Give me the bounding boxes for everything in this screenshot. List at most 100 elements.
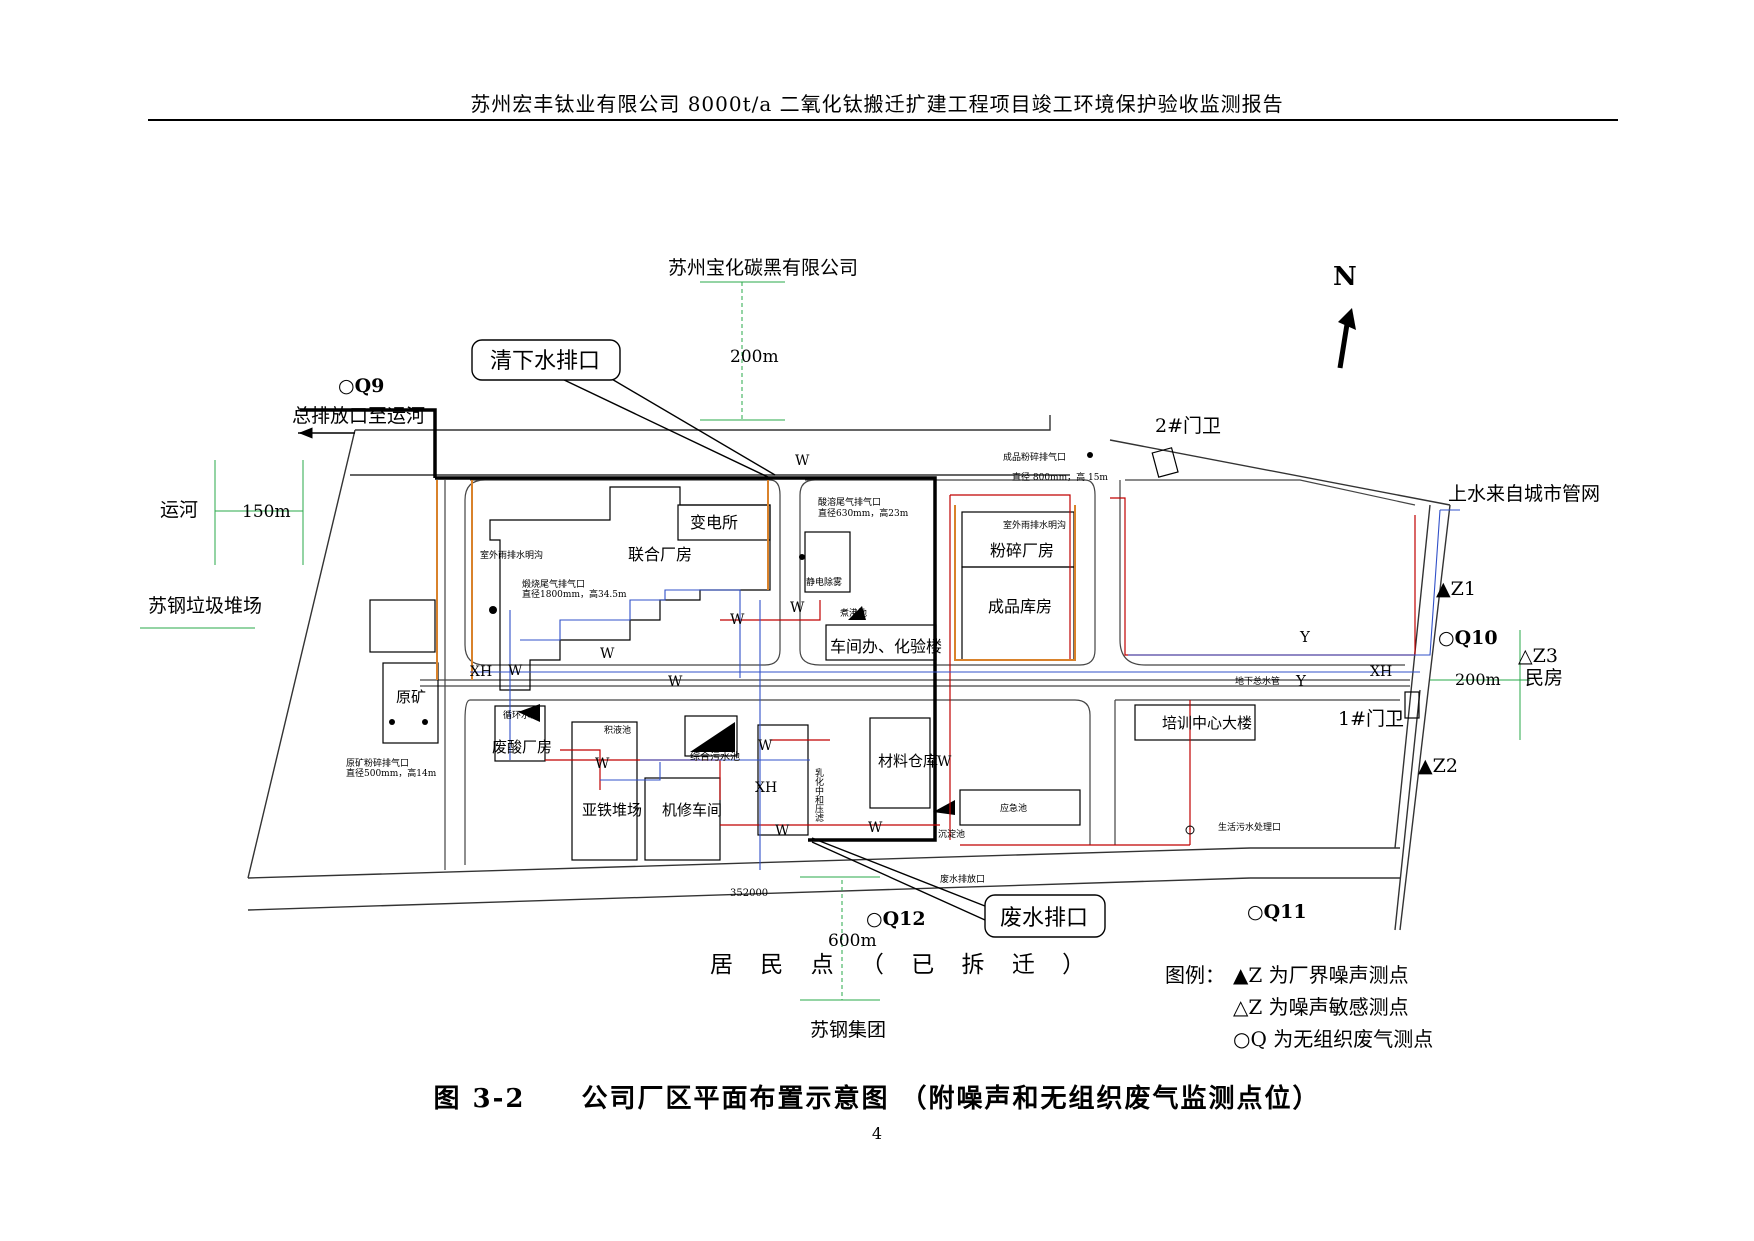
point-z3: △Z3: [1518, 645, 1558, 667]
pipe-mark-w: W: [600, 646, 615, 662]
emulsion-outline: [757, 724, 809, 836]
underground-pipe-label: 地下总水管: [1235, 675, 1280, 687]
main-outfall-label: 总排放口至运河: [292, 405, 425, 427]
report-header: 苏州宏丰钛业有限公司 8000t/a 二氧化钛搬迁扩建工程项目竣工环境保护验收监…: [470, 92, 1284, 116]
clean-water-outlet-box: [471, 339, 621, 381]
pipe-mark-w: W: [758, 738, 773, 754]
legend-line-1: ▲Z 为厂界噪声测点: [1233, 963, 1409, 987]
north-distance-label: 200m: [730, 347, 779, 367]
outdoor-drain-note-1: 室外雨排水明沟: [480, 549, 543, 561]
clean-water-pipe: [300, 408, 937, 842]
east-houses-label: 民房: [1525, 667, 1563, 689]
product-warehouse-label: 成品库房: [988, 597, 1052, 616]
training-center-outline: [1134, 704, 1256, 741]
gate2-label: 2#门卫: [1155, 415, 1221, 437]
pipe-mark-w: W: [868, 820, 883, 836]
outdoor-drain-note-2: 室外雨排水明沟: [1003, 519, 1066, 531]
domestic-sewage-label: 生活污水处理口: [1218, 821, 1281, 833]
clean-water-outlet-label: 清下水排口: [490, 349, 600, 374]
wastewater-outlet-box: [984, 894, 1106, 938]
material-warehouse-label: 材料仓库: [878, 752, 938, 770]
combined-sewage-outline: [684, 715, 738, 757]
calcining-exhaust-note: 煅烧尾气排气口: [522, 578, 585, 590]
legend-title: 图例：: [1165, 963, 1225, 987]
waste-acid-label: 废酸厂房: [492, 738, 552, 756]
exhaust-stacks: [389, 452, 1195, 835]
pipe-mark-w: W: [937, 754, 952, 770]
machine-shop-label: 机修车间: [662, 801, 722, 819]
point-q11: ○Q11: [1247, 901, 1307, 923]
pipe-mark-w: W: [730, 612, 745, 628]
pipe-mark-xh: XH: [470, 664, 492, 680]
reboiler-label: 煮沸池: [840, 607, 867, 619]
sedimentation-pool-label: 沉淀池: [938, 828, 965, 840]
tail-gas-note: 酸溶尾气排气口: [818, 496, 881, 508]
pipe-mark-w: W: [595, 756, 610, 772]
electrostatic-outline: [804, 531, 851, 593]
pipe-mark-y: Y: [1295, 672, 1307, 690]
ferrous-yard-label: 亚铁堆场: [582, 801, 642, 819]
point-q9: ○Q9: [338, 375, 384, 397]
gate1-booth: [1404, 691, 1420, 719]
legend: 图例： ▲Z 为厂界噪声测点 △Z 为噪声敏感测点 ○Q 为无组织废气测点: [1165, 963, 1433, 1051]
pipe-mark-xh: XH: [1370, 664, 1392, 680]
pipe-mark-w: W: [668, 674, 683, 690]
material-warehouse-outline: [869, 717, 931, 809]
east-distance-label: 200m: [1455, 670, 1501, 689]
figure-caption: 图 3-2 公司厂区平面布置示意图 （附噪声和无组织废气监测点位）: [433, 1084, 1321, 1114]
site-boundary: [247, 415, 1451, 931]
training-center-label: 培训中心大楼: [1162, 714, 1252, 732]
south-company-label: 苏钢集团: [810, 1019, 886, 1041]
legend-line-2: △Z 为噪声敏感测点: [1233, 995, 1409, 1019]
tail-gas-spec: 直径630mm，高23m: [818, 507, 909, 519]
canal-label: 运河: [160, 499, 198, 521]
south-distance-label: 600m: [828, 931, 877, 951]
ore-exhaust-spec: 直径500mm，高14m: [346, 767, 437, 779]
combined-plant-label: 联合厂房: [628, 545, 692, 564]
ore-exhaust-note: 原矿粉碎排气口: [346, 757, 409, 769]
office-lab-label: 车间办、化验楼: [830, 637, 942, 656]
electrostatic-label: 静电除雾: [806, 576, 842, 588]
internal-roads: [420, 479, 1416, 870]
calcining-exhaust-spec: 直径1800mm，高34.5m: [522, 588, 627, 600]
header-divider: [148, 119, 1618, 121]
tap-water-label: 上水来自城市管网: [1448, 483, 1600, 505]
distance-markers: [140, 281, 1530, 1001]
gate2-booth: [1151, 447, 1179, 478]
gate1-label: 1#门卫: [1338, 708, 1404, 730]
page-number: 4: [871, 1124, 883, 1143]
emulsion-label: 乳化中和压滤: [813, 767, 824, 823]
circulating-pool-label: 循环水池: [503, 709, 539, 721]
raw-ore-label: 原矿: [396, 688, 426, 706]
north-label: N: [1333, 262, 1357, 292]
waste-acid-outline: [494, 705, 546, 762]
pipe-mark-y: Y: [1299, 628, 1311, 646]
pipe-mark-w: W: [790, 600, 805, 616]
emergency-pool-label: 应急池: [1000, 802, 1027, 814]
substation-outline: [677, 504, 771, 541]
discharge-port-label: 废水排放口: [940, 873, 985, 885]
emergency-pool-outline: [959, 789, 1081, 826]
raw-ore-outline: [369, 599, 436, 653]
product-exhaust-note: 成品粉碎排气口: [1003, 451, 1066, 463]
water-supply-pipes: [470, 509, 1460, 870]
pipe-mark-xh: XH: [755, 780, 777, 796]
canal-distance-label: 150m: [242, 502, 291, 522]
callout-boxes: [471, 339, 1106, 938]
point-q10: ○Q10: [1438, 627, 1498, 649]
residents-label: 居 民 点 （ 已 拆 迁 ）: [710, 952, 1095, 978]
callout-leaders: [298, 377, 991, 921]
ferrous-yard-outline: [571, 721, 638, 861]
legend-line-3: ○Q 为无组织废气测点: [1233, 1027, 1433, 1051]
pipe-mark-w: W: [795, 453, 810, 469]
machine-shop-outline: [644, 777, 721, 861]
equalization-pool-label: 积液池: [604, 724, 631, 736]
raw-ore-building: [382, 662, 439, 744]
road-number-label: 352000: [730, 888, 768, 899]
substation-label: 变电所: [690, 513, 738, 532]
storm-drains: [436, 480, 1076, 680]
wastewater-outlet-label: 废水排口: [1000, 906, 1088, 931]
combined-sewage-label: 综合污水池: [690, 750, 740, 763]
point-z1: ▲Z1: [1436, 578, 1476, 600]
